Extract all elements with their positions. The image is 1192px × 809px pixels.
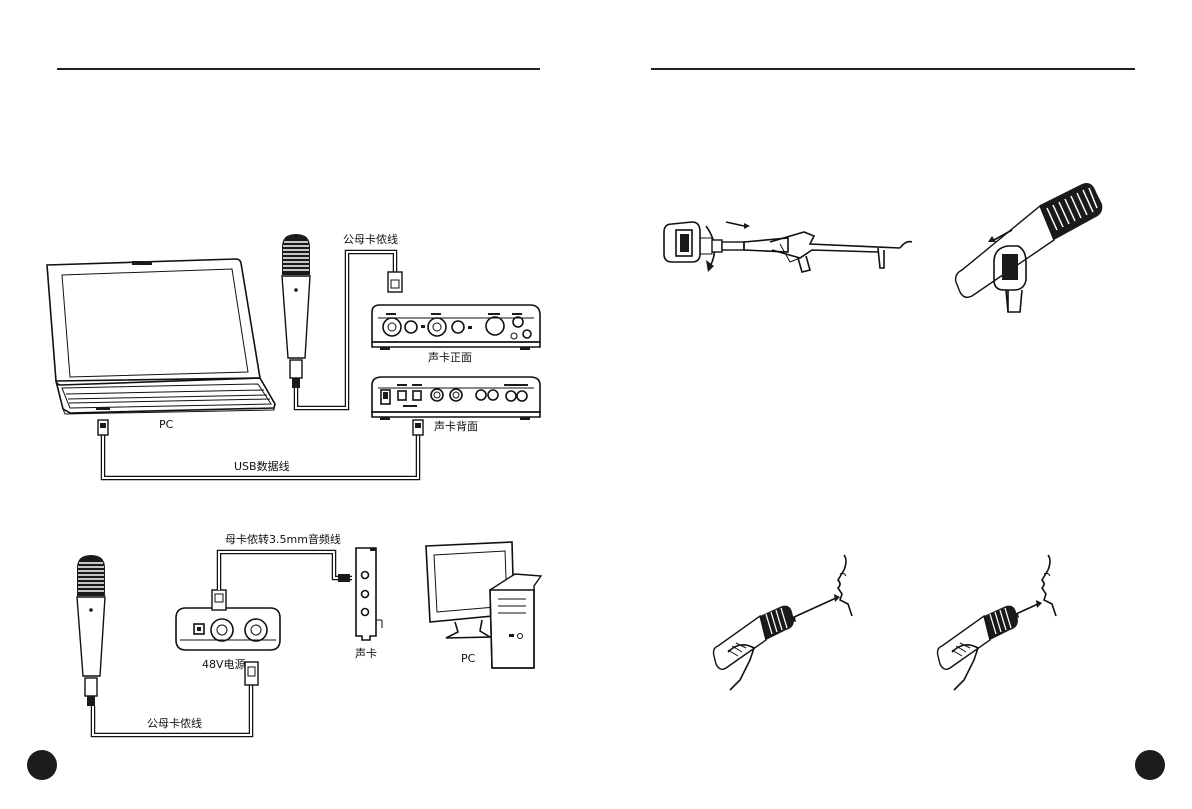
desktop-pc	[426, 542, 541, 668]
label-pc-bottom: PC	[461, 652, 475, 665]
phantom-power-supply	[176, 590, 280, 650]
label-pci-sound-card: 声卡	[355, 645, 377, 661]
pci-sound-card	[356, 548, 382, 640]
mic-clip-attach-illustration	[664, 222, 912, 272]
label-sound-card-back: 声卡背面	[434, 418, 478, 434]
label-48v-power: 48V电源	[202, 656, 246, 672]
mic-distance-near-illustration	[938, 555, 1057, 690]
mic-distance-far-illustration	[714, 555, 853, 690]
right-page-number-marker	[1135, 750, 1165, 780]
label-pc-top: PC	[159, 418, 173, 431]
laptop-illustration	[47, 259, 275, 414]
label-sound-card-front: 声卡正面	[428, 349, 472, 365]
xlr-cable-top	[296, 252, 402, 408]
female-xlr-to-35mm-cable	[219, 552, 352, 590]
microphone-bottom	[77, 555, 105, 706]
microphone-top	[282, 234, 310, 388]
label-male-female-xlr-cable-bottom: 公母卡侬线	[147, 715, 202, 731]
sound-card-front-panel	[372, 305, 540, 350]
sound-card-back-panel	[372, 377, 540, 420]
mic-in-holder-illustration	[956, 183, 1103, 312]
left-page-number-marker	[27, 750, 57, 780]
label-xlr-to-35mm-cable: 母卡侬转3.5mm音频线	[225, 531, 341, 547]
label-usb-cable: USB数据线	[234, 458, 290, 474]
label-male-female-xlr-cable-top: 公母卡侬线	[343, 231, 398, 247]
